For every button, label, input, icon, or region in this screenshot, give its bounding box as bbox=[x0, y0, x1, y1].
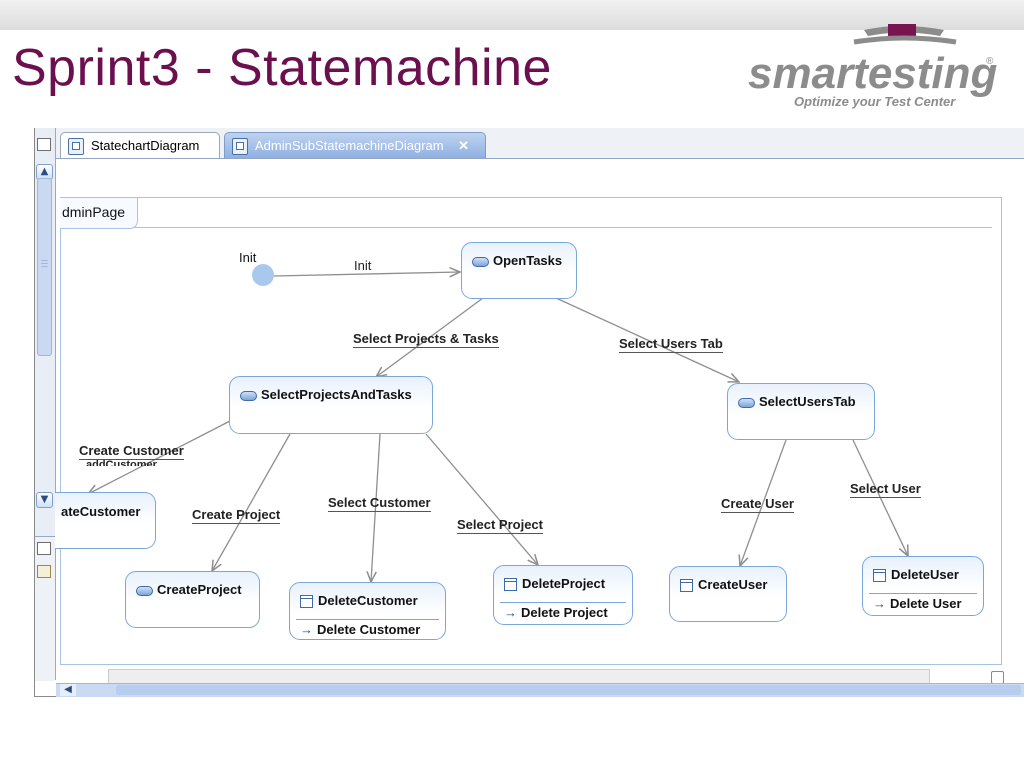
transition-label-create-user[interactable]: Create User bbox=[721, 496, 794, 513]
statemachine-name: dminPage bbox=[60, 198, 139, 229]
state-delete-user[interactable]: DeleteUser → Delete User bbox=[862, 556, 984, 616]
state-name: CreateProject bbox=[157, 582, 242, 597]
state-icon bbox=[738, 397, 755, 408]
arrow-right-icon: → bbox=[300, 622, 313, 637]
diagram-icon bbox=[68, 138, 84, 155]
state-name: CreateUser bbox=[698, 577, 768, 592]
state-name: ateCustomer bbox=[61, 504, 141, 519]
state-action: Delete Customer bbox=[317, 622, 421, 637]
transition-sub-label-add-customer: addCustomer bbox=[86, 459, 157, 466]
state-name: SelectProjectsAndTasks bbox=[261, 387, 412, 402]
state-name: DeleteUser bbox=[891, 567, 959, 582]
state-action: Delete Project bbox=[521, 605, 608, 620]
state-name: DeleteCustomer bbox=[318, 593, 418, 608]
tab-label: AdminSubStatemachineDiagram bbox=[255, 138, 444, 153]
state-name: OpenTasks bbox=[493, 253, 563, 268]
horizontal-scrollbar[interactable]: ◀ bbox=[56, 683, 1024, 697]
state-create-user[interactable]: CreateUser bbox=[669, 566, 787, 622]
state-divider bbox=[500, 602, 626, 603]
composite-state-icon bbox=[504, 578, 517, 592]
initial-state-label: Init bbox=[239, 250, 257, 265]
composite-state-icon bbox=[300, 595, 313, 609]
transition-label-select-customer[interactable]: Select Customer bbox=[328, 495, 431, 512]
rail-lower-panel bbox=[35, 536, 55, 681]
state-divider bbox=[296, 619, 439, 620]
scroll-left-icon[interactable]: ◀ bbox=[60, 684, 76, 696]
sub-label-text: addCustomer bbox=[86, 459, 157, 466]
logo-brand: smartesting bbox=[748, 49, 998, 98]
slide-top-strip bbox=[0, 0, 1024, 30]
state-name: DeleteProject bbox=[522, 576, 606, 591]
state-select-users-tab[interactable]: SelectUsersTab bbox=[727, 383, 875, 440]
composite-state-icon bbox=[873, 569, 886, 583]
tab-admin-sub-statemachine-diagram[interactable]: AdminSubStatemachineDiagram ✕ bbox=[224, 132, 486, 158]
logo-registered: ® bbox=[986, 56, 994, 67]
state-divider bbox=[869, 593, 977, 594]
initial-state[interactable] bbox=[252, 264, 274, 286]
diagram-icon bbox=[232, 138, 248, 155]
restore-icon[interactable] bbox=[37, 138, 51, 151]
transition-label-select-user[interactable]: Select User bbox=[850, 481, 921, 498]
transition-label-select-project[interactable]: Select Project bbox=[457, 517, 543, 534]
tab-label: StatechartDiagram bbox=[91, 138, 200, 153]
frame-divider bbox=[60, 227, 992, 228]
restore-icon[interactable] bbox=[37, 542, 51, 555]
state-icon bbox=[240, 390, 257, 401]
state-action: Delete User bbox=[890, 596, 962, 611]
composite-state-icon bbox=[680, 579, 693, 593]
tab-statechart-diagram[interactable]: StatechartDiagram bbox=[60, 132, 220, 158]
state-delete-customer[interactable]: DeleteCustomer → Delete Customer bbox=[289, 582, 446, 640]
state-name: SelectUsersTab bbox=[759, 394, 856, 409]
close-icon[interactable]: ✕ bbox=[458, 138, 469, 153]
state-create-project[interactable]: CreateProject bbox=[125, 571, 260, 628]
state-icon bbox=[472, 256, 489, 267]
transition-label-select-users-tab[interactable]: Select Users Tab bbox=[619, 336, 723, 353]
state-create-customer[interactable]: ateCustomer bbox=[55, 492, 156, 549]
logo-tagline: Optimize your Test Center bbox=[794, 94, 956, 109]
state-icon bbox=[136, 585, 153, 596]
scroll-thumb[interactable] bbox=[116, 685, 1021, 695]
state-delete-project[interactable]: DeleteProject → Delete Project bbox=[493, 565, 633, 625]
smartesting-logo: smartesting ® Optimize your Test Center bbox=[748, 24, 998, 109]
arrow-right-icon: → bbox=[504, 605, 517, 620]
arrow-right-icon: → bbox=[873, 596, 886, 611]
transition-label-create-customer[interactable]: Create Customer bbox=[79, 443, 184, 460]
slide-title: Sprint3 - Statemachine bbox=[12, 39, 552, 97]
transition-label-select-projects-tasks[interactable]: Select Projects & Tasks bbox=[353, 331, 499, 348]
vertical-scrollbar[interactable]: ——— bbox=[37, 178, 52, 356]
scroll-grip-icon: ——— bbox=[41, 256, 48, 270]
state-select-projects-and-tasks[interactable]: SelectProjectsAndTasks bbox=[229, 376, 433, 434]
state-open-tasks[interactable]: OpenTasks bbox=[461, 242, 577, 299]
transition-label-create-project[interactable]: Create Project bbox=[192, 507, 281, 524]
scroll-down-icon[interactable]: ▼ bbox=[36, 492, 53, 508]
left-rail: ▲ ——— ▼ bbox=[35, 128, 56, 681]
outline-icon[interactable] bbox=[37, 565, 51, 578]
transition-label-init[interactable]: Init bbox=[354, 258, 372, 273]
editor-tabbar: StatechartDiagram AdminSubStatemachineDi… bbox=[56, 128, 1024, 159]
